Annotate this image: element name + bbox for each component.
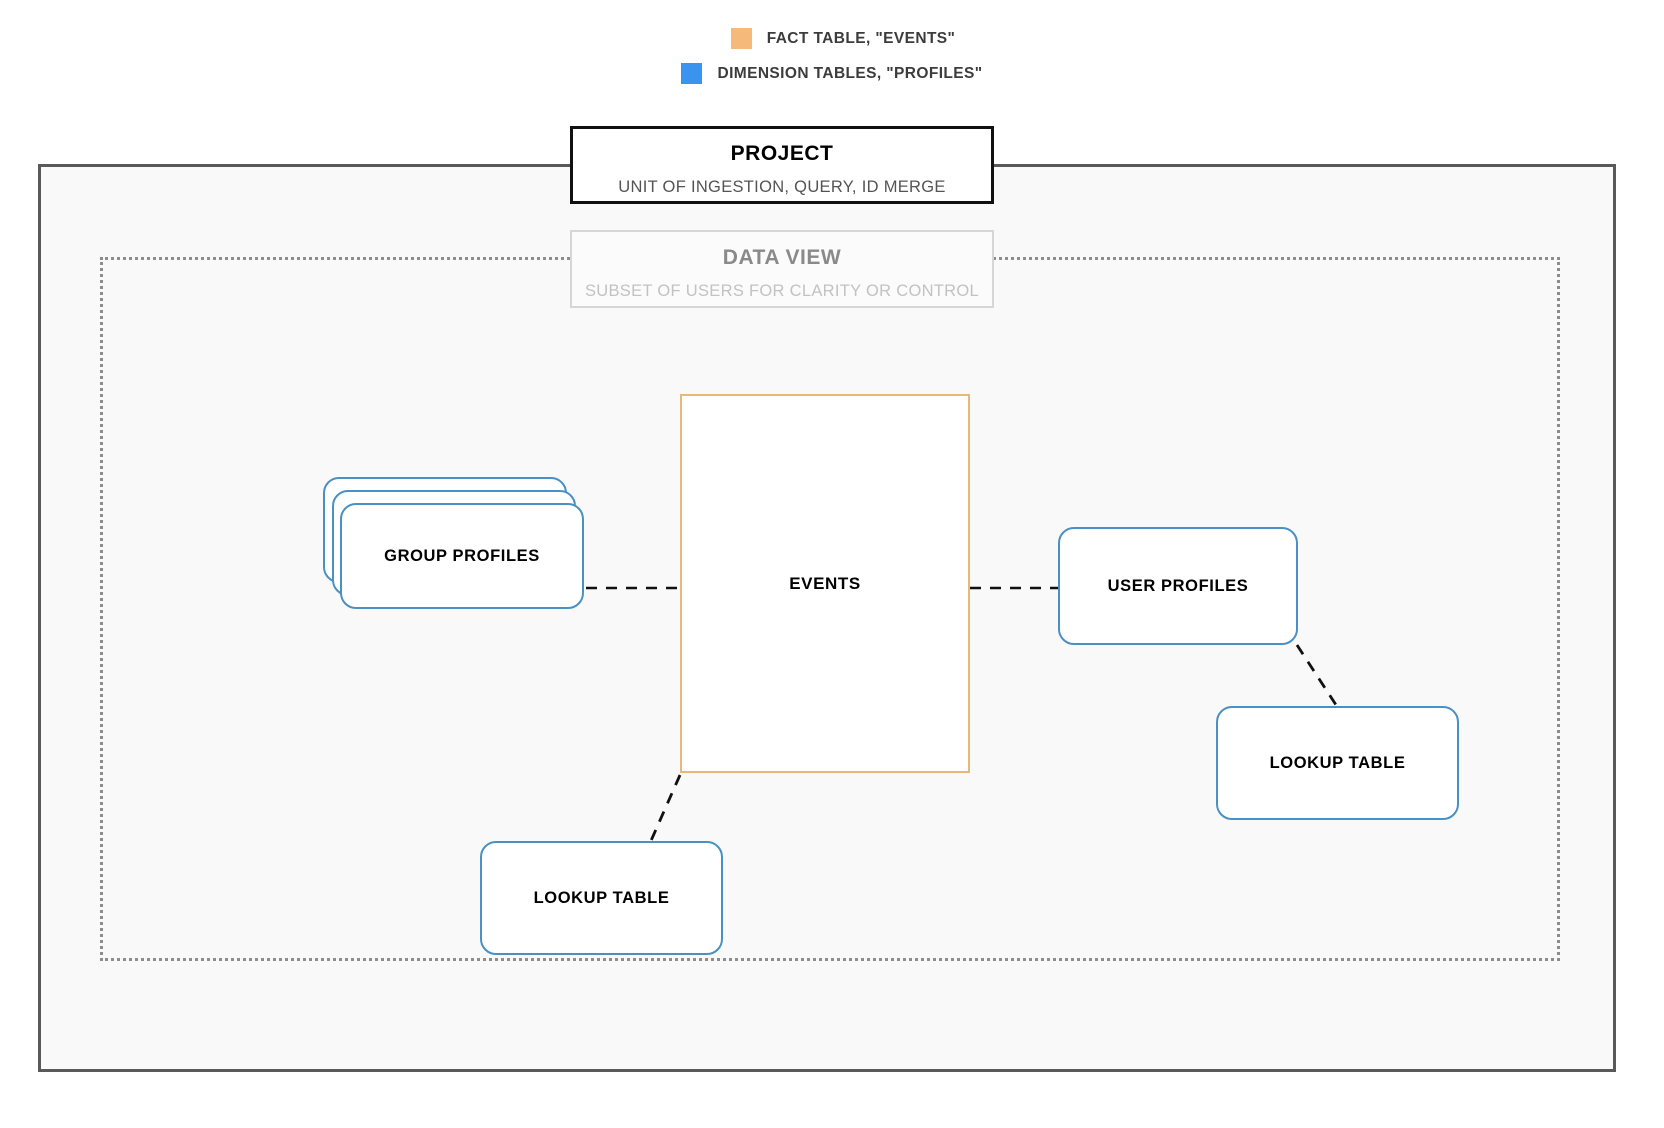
events-label: EVENTS	[789, 573, 861, 593]
legend-item-fact-table: FACT TABLE, "EVENTS"	[0, 28, 1664, 49]
lookup-table-right-label: LOOKUP TABLE	[1269, 753, 1406, 772]
legend-label-fact-table: FACT TABLE, "EVENTS"	[766, 29, 956, 47]
legend-item-dimension-tables: DIMENSION TABLES, "PROFILES"	[0, 63, 1664, 84]
data-view-title: DATA VIEW	[722, 246, 842, 269]
fact-table-swatch	[730, 28, 752, 49]
group-profiles-node[interactable]: GROUP PROFILES	[323, 477, 584, 609]
dimension-tables-swatch	[681, 63, 703, 84]
data-view-subtitle: SUBSET OF USERS FOR CLARITY OR CONTROL	[584, 282, 980, 300]
user-profiles-label: USER PROFILES	[1107, 576, 1249, 595]
lookup-table-left-node[interactable]: LOOKUP TABLE	[480, 841, 723, 955]
legend-label-dimension-tables: DIMENSION TABLES, "PROFILES"	[717, 64, 983, 82]
project-title: PROJECT	[730, 142, 834, 165]
lookup-table-left-label: LOOKUP TABLE	[533, 888, 670, 907]
user-profiles-node[interactable]: USER PROFILES	[1058, 527, 1298, 645]
group-profiles-label: GROUP PROFILES	[384, 546, 540, 565]
legend: FACT TABLE, "EVENTS" DIMENSION TABLES, "…	[0, 28, 1664, 98]
project-subtitle: UNIT OF INGESTION, QUERY, ID MERGE	[618, 178, 946, 196]
data-view-title-box: DATA VIEW SUBSET OF USERS FOR CLARITY OR…	[570, 230, 994, 308]
events-fact-table-node[interactable]: EVENTS	[680, 394, 970, 773]
project-title-box: PROJECT UNIT OF INGESTION, QUERY, ID MER…	[570, 126, 994, 204]
group-profiles-card-front[interactable]: GROUP PROFILES	[340, 503, 584, 609]
lookup-table-right-node[interactable]: LOOKUP TABLE	[1216, 706, 1459, 820]
